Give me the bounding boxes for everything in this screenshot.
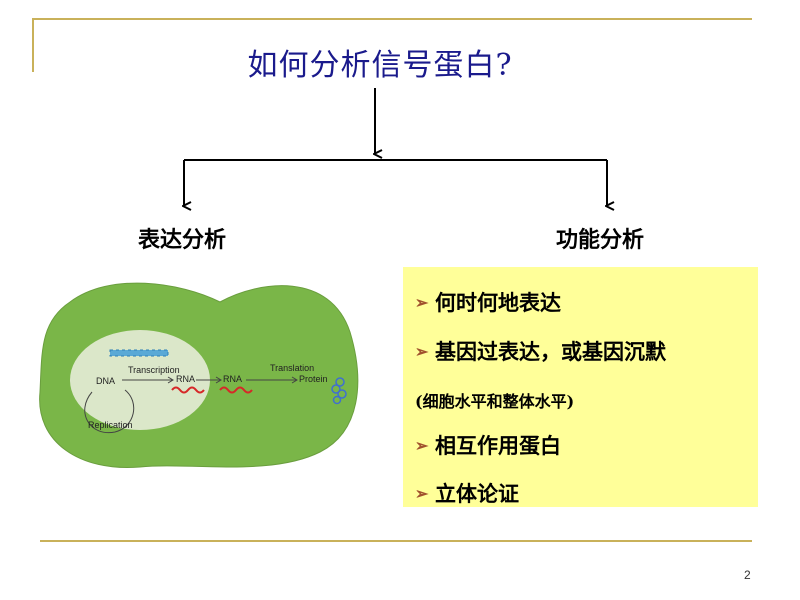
function-analysis-label: 功能分析	[556, 227, 645, 253]
rna-wave-nucleus	[171, 386, 205, 394]
protein-label: Protein	[299, 374, 328, 384]
frame-left-line	[32, 18, 34, 72]
slide-title: 如何分析信号蛋白?	[247, 48, 513, 83]
replication-label: Replication	[88, 420, 133, 430]
protein-coil-icon	[331, 377, 347, 405]
function-item-4: ➢立体论证	[415, 481, 519, 506]
central-dogma-cell-diagram: DNA Transcription RNA RNA Translation Pr…	[39, 282, 359, 469]
frame-top-line	[32, 18, 752, 20]
rna-label-cytoplasm: RNA	[223, 374, 242, 384]
page-number: 2	[744, 568, 751, 582]
arrow-bullet-icon: ➢	[415, 342, 429, 361]
frame-bottom-line	[40, 540, 752, 542]
arrow-bullet-icon: ➢	[415, 436, 429, 455]
function-note: (细胞水平和整体水平)	[415, 392, 575, 411]
dna-strand-icon	[109, 349, 169, 357]
arrow-bullet-icon: ➢	[415, 293, 429, 312]
function-analysis-box: ➢何时何地表达 ➢基因过表达，或基因沉默 (细胞水平和整体水平) ➢相互作用蛋白…	[403, 267, 758, 507]
dna-label: DNA	[96, 376, 115, 386]
transcription-label: Transcription	[128, 365, 180, 375]
replication-cycle-arrow	[84, 389, 135, 434]
function-item-1: ➢何时何地表达	[415, 290, 561, 315]
translation-label: Translation	[270, 363, 314, 373]
expression-analysis-label: 表达分析	[138, 227, 227, 253]
function-item-2: ➢基因过表达，或基因沉默	[415, 339, 666, 364]
arrow-bullet-icon: ➢	[415, 484, 429, 503]
rna-label-nucleus: RNA	[176, 374, 195, 384]
function-item-3: ➢相互作用蛋白	[415, 433, 561, 458]
rna-wave-cytoplasm	[219, 386, 253, 394]
